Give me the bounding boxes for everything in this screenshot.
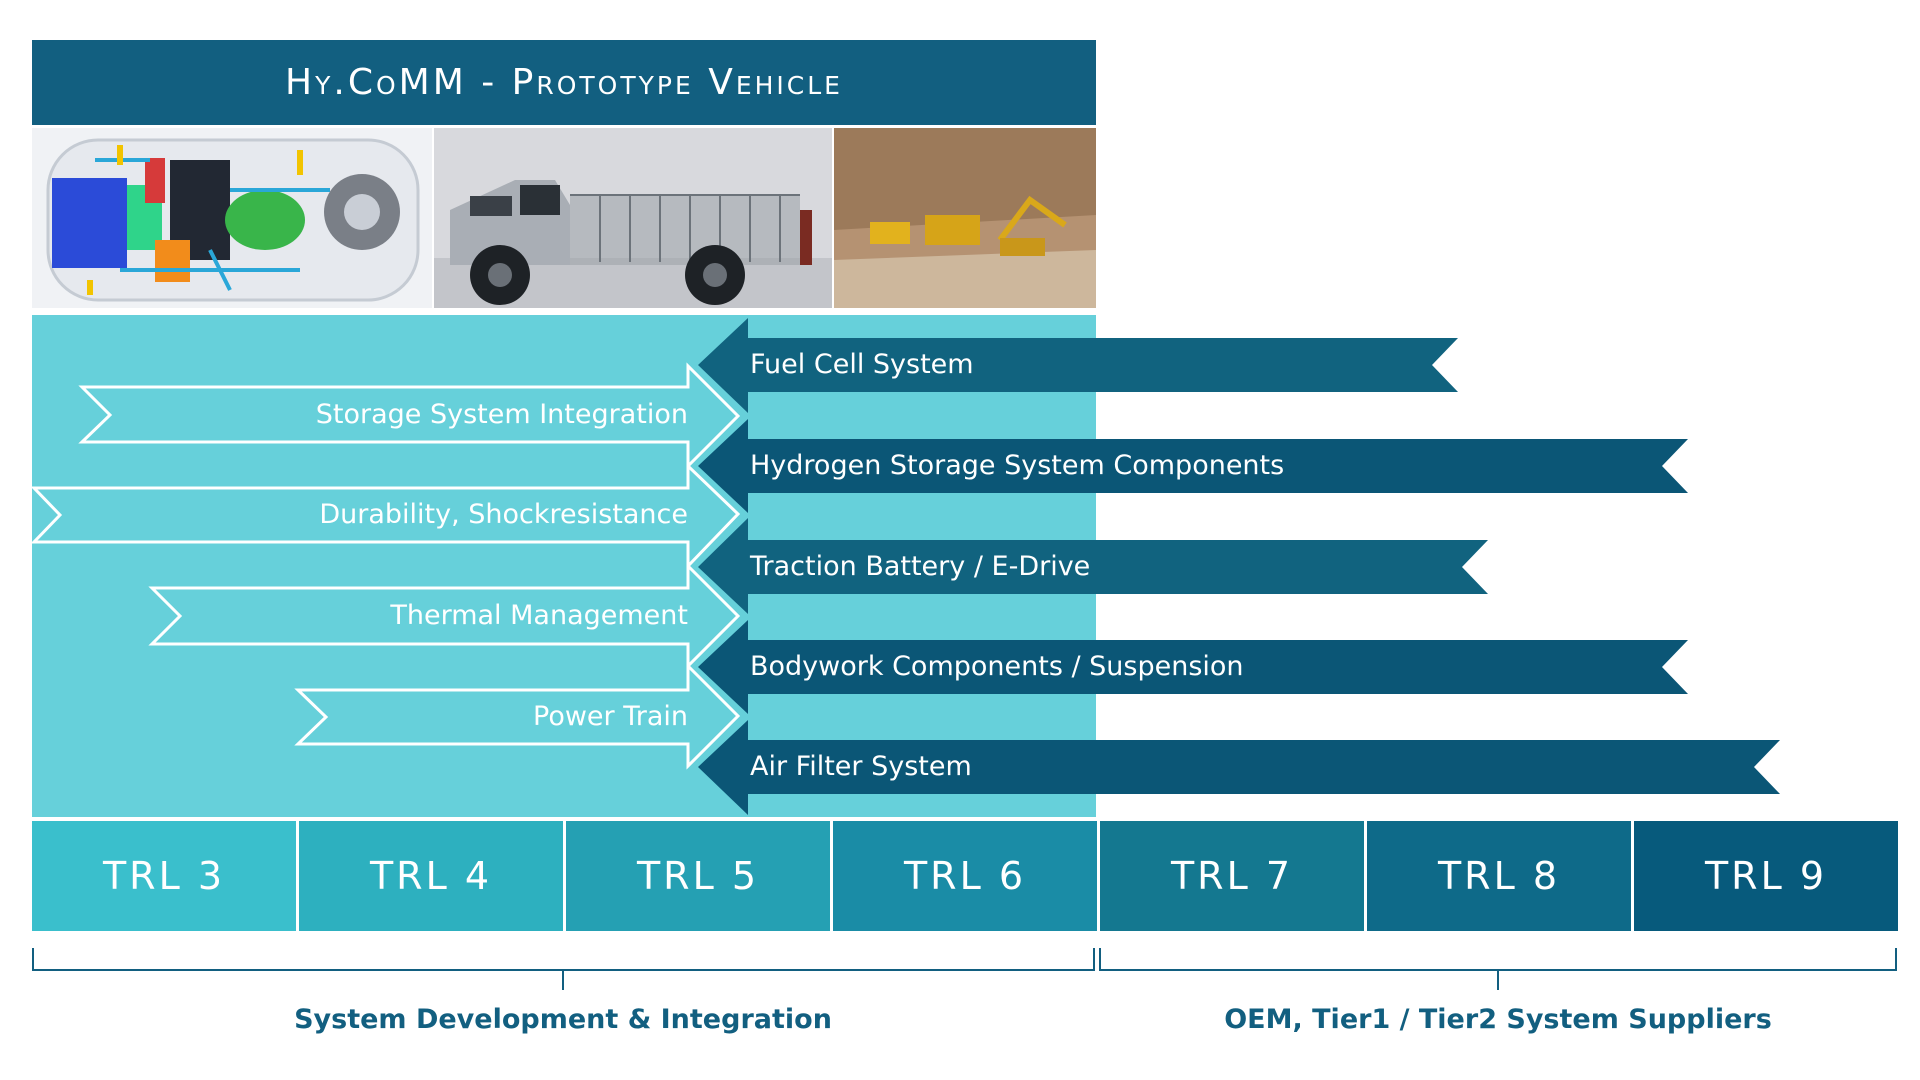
supplier-arrow-bodywork [698, 620, 1688, 714]
title-bar: Hy.CoMM - Prototype Vehicle [32, 40, 1096, 125]
supplier-label: Bodywork Components / Suspension [750, 651, 1244, 682]
supplier-arrow-air-filter [698, 720, 1780, 815]
development-label: Storage System Integration [315, 399, 688, 430]
trl-cell-4: TRL 4 [299, 821, 563, 931]
supplier-arrow-traction-battery [698, 518, 1488, 614]
bracket-left [32, 948, 1095, 990]
trl-label: TRL 3 [102, 854, 226, 898]
development-label: Durability, Shockresistance [319, 499, 688, 530]
supplier-arrow-hydrogen-storage [698, 419, 1688, 513]
quarry-machines-image [834, 128, 1096, 308]
vehicle-cutaway-image [32, 128, 432, 308]
page-title: Hy.CoMM - Prototype Vehicle [285, 62, 843, 103]
supplier-arrow-fuel-cell [698, 318, 1458, 413]
prototype-truck-image [434, 128, 832, 308]
supplier-label: Hydrogen Storage System Components [750, 450, 1285, 481]
group-label-development: System Development & Integration [294, 1004, 832, 1035]
trl-cell-6: TRL 6 [833, 821, 1097, 931]
trl-label: TRL 9 [1704, 854, 1828, 898]
trl-cell-9: TRL 9 [1634, 821, 1898, 931]
trl-label: TRL 6 [903, 854, 1027, 898]
trl-label: TRL 7 [1170, 854, 1294, 898]
trl-label: TRL 5 [636, 854, 760, 898]
supplier-arrows [698, 318, 1780, 815]
development-arrows [30, 362, 741, 770]
development-label: Power Train [533, 701, 688, 732]
trl-label: TRL 8 [1437, 854, 1561, 898]
supplier-label: Fuel Cell System [750, 349, 974, 380]
bracket-right [1099, 948, 1897, 990]
group-brackets [32, 948, 1897, 990]
trl-cell-8: TRL 8 [1367, 821, 1631, 931]
trl-cell-7: TRL 7 [1100, 821, 1364, 931]
supplier-label: Air Filter System [750, 751, 972, 782]
supplier-label: Traction Battery / E-Drive [750, 551, 1091, 582]
trl-label: TRL 4 [369, 854, 493, 898]
group-label-suppliers: OEM, Tier1 / Tier2 System Suppliers [1224, 1004, 1772, 1035]
trl-cell-5: TRL 5 [566, 821, 830, 931]
development-label: Thermal Management [390, 600, 688, 631]
development-arrow-power-train [294, 662, 741, 770]
trl-cell-3: TRL 3 [32, 821, 296, 931]
